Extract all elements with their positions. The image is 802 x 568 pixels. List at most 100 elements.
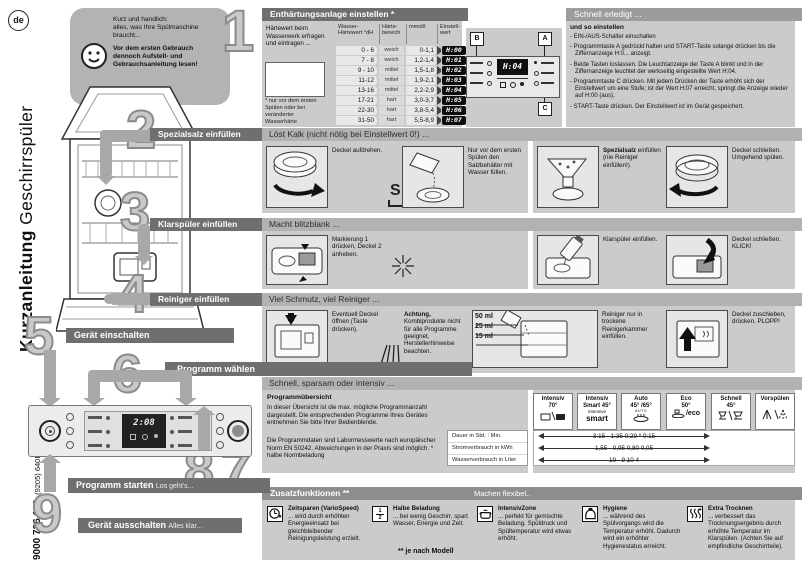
measures-box: Dauer in Std. : Min. Stromverbrauch in k… [447,430,528,466]
section7-right-label: Machen flexibel.. [474,489,531,498]
panel-option-led [66,441,74,449]
hardness-footnote: * nur vor dem ersten Spülen oder bei ver… [265,98,317,125]
off-subtitle: Alles klar... [168,523,203,530]
program-led [106,444,110,448]
half-load-icon: 1 2 [372,506,388,522]
section7-body [262,500,795,560]
power-knob-inner [45,426,55,436]
detergent-fill-image [472,310,598,368]
arrow-right-icon [704,433,710,439]
howto-title: und so einstellen [570,24,624,31]
power-knob-dot [48,429,52,433]
row-arrow-icon [437,66,441,75]
step-number-9: 9 [31,484,63,544]
quick-done-bar: Schnell erledigt ... [566,8,802,21]
howto-item: - EIN-/AUS-Schalter einschalten [570,34,656,40]
warning-lead: Achtung, [404,311,431,318]
extra-title: IntensivZone [498,505,537,512]
connector-step2 [100,130,158,142]
off-title: Gerät ausschalten [88,520,167,530]
arrow-step8-head [193,406,215,415]
howto-item: - Programmtaste C drücken. Mit jedem Drü… [570,78,788,100]
extra-text: ... bei wenig Geschirr, spart Wasser, En… [393,512,468,528]
panel-display: 2:08 [122,414,166,448]
row-arrow-icon [437,116,441,125]
howto-item: - Beide Tasten loslassen. Die Leuchtanze… [570,61,764,75]
panel-button-bar [541,82,554,84]
extra-text: ... wird durch erhöhten Energieeinsatz b… [288,512,361,543]
dosage-50: 50 ml [475,313,493,320]
detergent-caption-1: Eventuell Deckel öffnen (Taste drücken). [332,311,379,333]
connector-step2-leg [100,130,112,178]
extra-text: ... während des Spülvorgangs wird die Te… [603,512,681,550]
time-display: 2:08 [133,418,155,428]
salt-caption-1: Deckel aufdrehen. [332,147,383,154]
status-indicator-icon [154,434,158,438]
arrow-step8 [198,414,210,450]
digit-display: H:04 [497,59,528,75]
panel-option-led [216,413,224,421]
rinse-indicator-icon [142,434,148,440]
program-button-bar [178,416,192,419]
rinse-caption-1: Markierung 1 drücken, Deckel 2 anheben. [332,236,382,258]
extra-title: Hygiene [603,505,628,512]
program-led [106,430,110,434]
start-subtitle: Los geht's... [155,483,194,490]
table-header-mmol: mmol/l [406,24,437,44]
salt-cap-open-image [266,146,328,208]
row-arrow-icon [437,86,441,95]
soil-icon [380,344,400,365]
extra-text: ... perfekt für gemischte Beladung. Spül… [498,512,572,543]
connector-step3-leg [138,224,150,258]
connector-step6 [88,370,192,382]
connector-step6-right-leg [180,378,192,400]
program-schnell: Schnell 45° [711,393,751,430]
power-knob [39,420,61,442]
measure-energy: Stromverbrauch in kWh [448,443,527,455]
button-label-b: B [470,32,484,46]
start-title: Programm starten [76,480,154,490]
program-overview-title: Programmübersicht [267,394,332,401]
salt-cap-close-image [666,146,728,208]
program-intensiv-smart: Intensiv Smart 45° intensive smart [577,393,617,430]
salt-indicator-icon [500,82,506,88]
language-badge: de [8,10,29,31]
status-indicator-icon [520,82,524,86]
row-arrow-icon [437,106,441,115]
program-led [106,416,110,420]
row-arrow-icon [437,56,441,65]
hardness-note: Härtewert beim Wasserwerk erfragen und e… [266,25,325,48]
program-led [170,416,174,420]
salt-caption-3-lead: Spezialsalz [603,147,637,154]
start-button-inner [232,425,244,437]
section3-sub-bar: Macht blitzblank ... [262,218,802,231]
glassware-icons [718,411,743,421]
dosage-labels: 50 ml 25 ml 15 ml [475,312,493,342]
extra-title: Zeitsparen (VarioSpeed) [288,505,359,512]
panel-divider [497,78,528,79]
section4-title-bar: Reiniger einfüllen [150,293,270,306]
step-number-1: 1 [221,0,255,64]
extra-item-1: Zeitsparen (VarioSpeed) ... wird durch e… [288,505,368,543]
section4-sub-bar: Viel Schmutz, viel Reiniger ... [262,293,802,306]
section2-title-bar: Spezialsalz einfüllen [150,128,270,141]
connector-step6-left-leg [88,378,100,400]
program-led [170,430,174,434]
arrow-right-icon [704,445,710,451]
program-button-bar [178,430,192,433]
intro-bold-line: Gebrauchsanleitung lesen! [113,61,198,69]
button-label-c: C [538,102,552,116]
sparkle-icon [392,255,414,277]
section5-title-bar: Gerät einschalten [66,328,234,343]
spray-icons [762,409,788,419]
arrow-right-icon [704,457,710,463]
brand-light: Geschirrspüler [16,105,36,225]
program-led [170,444,174,448]
section2-sub-bar: Löst Kalk (nicht nötig bei Einstellwert … [262,128,802,141]
panel-option-led [216,441,224,449]
value-duration: 3:15 - 1:35 0:29 * 0:15 [592,432,656,440]
pot-icons [540,412,565,421]
